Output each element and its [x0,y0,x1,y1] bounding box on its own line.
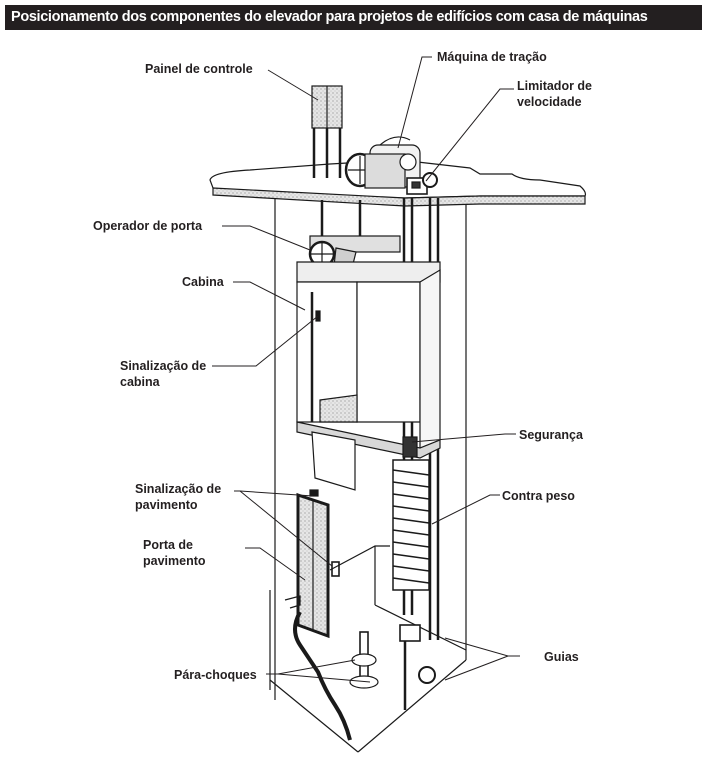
cabin [296,261,441,491]
traction-machine [344,136,421,189]
label-guias: Guias [544,649,579,665]
label-limitador-de-velocidade: Limitador de velocidade [517,78,592,110]
label-painel-de-controle: Painel de controle [145,61,253,77]
safety-gear [402,436,418,458]
counterweight [392,459,430,591]
label-contra-peso: Contra peso [502,488,575,504]
label-line: Limitador de [517,79,593,93]
label-line: pavimento [135,498,198,512]
buffers [349,624,421,689]
label-porta-de-pavimento: Porta de pavimento [143,537,206,569]
label-cabina: Cabina [182,274,224,290]
label-line: Cabina [182,275,224,289]
control-panel [311,85,343,178]
label-maquina-de-tracao: Máquina de tração [437,49,547,65]
tension-pulley [418,666,436,684]
label-line: Painel de controle [145,62,253,76]
label-line: pavimento [143,554,206,568]
label-line: velocidade [517,95,582,109]
speed-governor [406,172,438,195]
label-line: Guias [544,650,579,664]
leader-lines [212,56,520,683]
label-line: Segurança [519,428,583,442]
label-para-choques: Pára-choques [174,667,257,683]
label-line: Contra peso [502,489,575,503]
label-line: Pára-choques [174,668,257,682]
diagram-title: Posicionamento dos componentes do elevad… [5,5,702,30]
travel-cable [293,611,352,741]
label-line: Máquina de tração [437,50,547,64]
hoistway [269,190,467,753]
label-line: Porta de [143,538,194,552]
label-sinalizacao-de-cabina: Sinalização de cabina [120,358,206,390]
label-line: Sinalização de [135,482,222,496]
label-line: cabina [120,375,160,389]
label-sinalizacao-de-pavimento: Sinalização de pavimento [135,481,221,513]
label-line: Operador de porta [93,219,203,233]
landing-door [296,492,330,639]
label-operador-de-porta: Operador de porta [93,218,202,234]
label-line: Sinalização de [120,359,207,373]
label-seguranca: Segurança [519,427,583,443]
